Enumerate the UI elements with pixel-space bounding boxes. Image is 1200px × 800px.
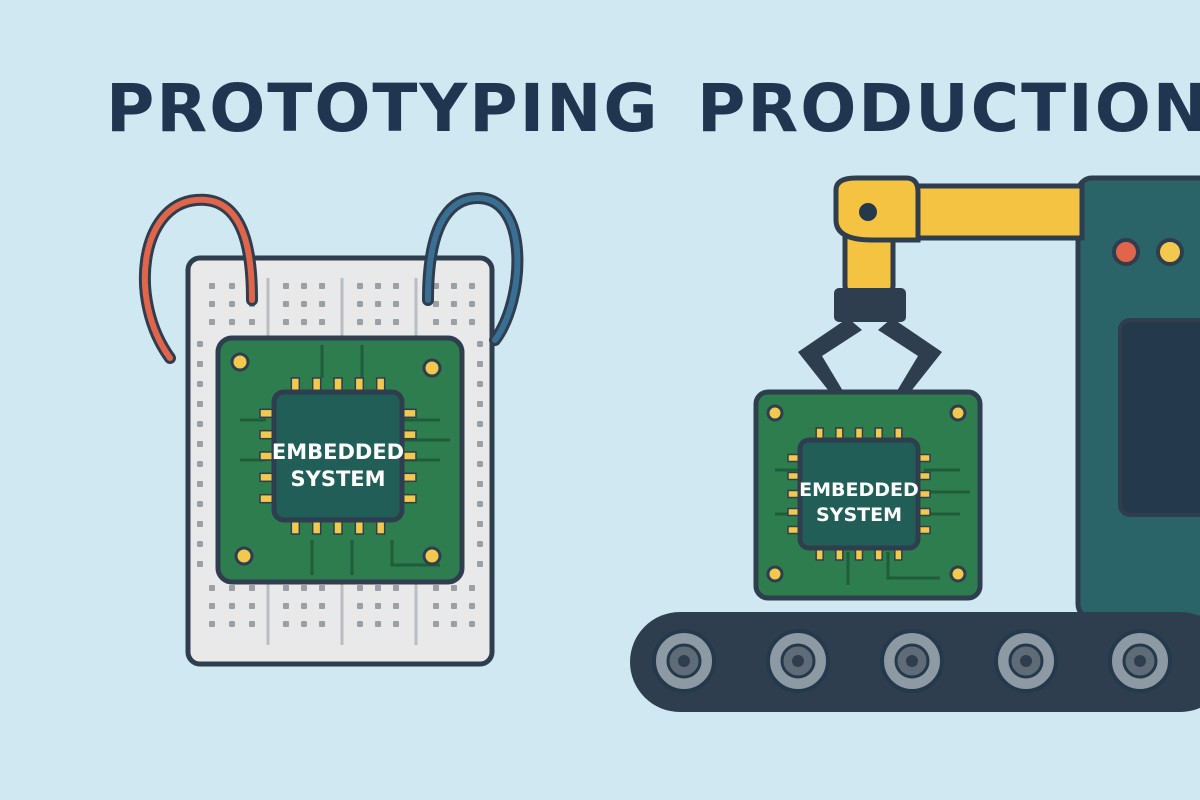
- microchip-icon: EMBEDDED SYSTEM: [787, 427, 931, 561]
- chip-label-line1: EMBEDDED: [799, 479, 919, 501]
- conveyor-belt-icon: [630, 612, 1200, 712]
- chip-label-line2: SYSTEM: [816, 504, 902, 526]
- chip-label-line1: EMBEDDED: [272, 440, 404, 464]
- microchip-icon: EMBEDDED SYSTEM: [259, 377, 417, 535]
- robot-arm-icon: [833, 175, 1085, 295]
- gripper-icon: [798, 288, 942, 400]
- prototyping-heading: PROTOTYPING: [106, 70, 660, 147]
- machine-icon: [1075, 175, 1200, 621]
- breadboard-holes: [197, 283, 483, 627]
- chip-pins: [259, 377, 417, 535]
- chip-label-line2: SYSTEM: [290, 467, 385, 491]
- jumper-wire-icon: [138, 191, 524, 364]
- conveyor-rollers: [652, 629, 1172, 693]
- production-heading: PRODUCTION: [697, 70, 1200, 147]
